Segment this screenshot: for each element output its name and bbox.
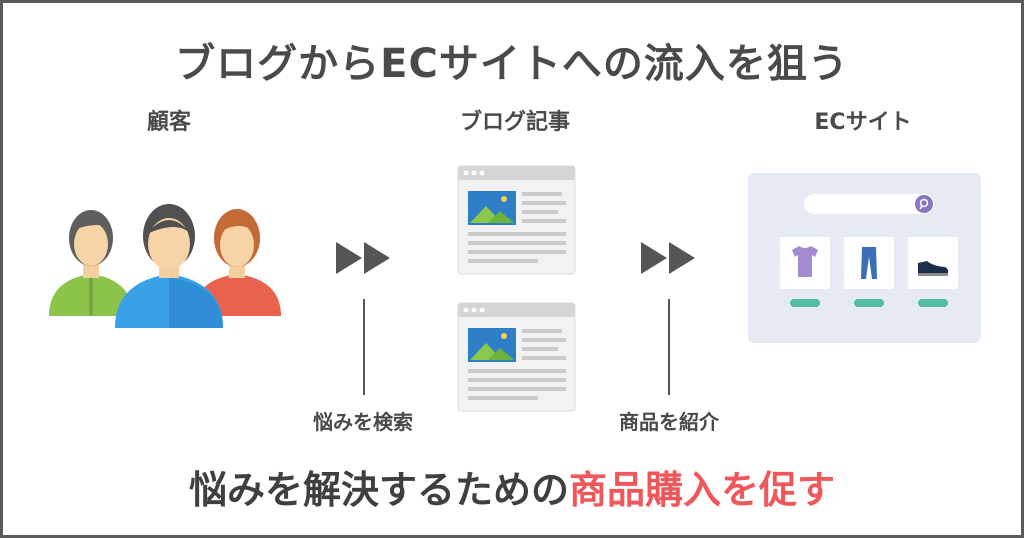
- blog-article-icon: [457, 302, 576, 412]
- person-right: [193, 209, 281, 316]
- blog-article-icon: [457, 165, 576, 275]
- step-introduce-label: 商品を紹介: [619, 410, 719, 434]
- connector-line-introduce: [668, 299, 670, 395]
- label-customer: 顧客: [146, 110, 191, 135]
- connector-line-search: [363, 299, 365, 395]
- ec-site-icon: [748, 173, 981, 343]
- person-center: [115, 204, 223, 328]
- label-ec: ECサイト: [814, 110, 912, 135]
- person-left: [49, 210, 133, 316]
- label-blog: ブログ記事: [459, 110, 570, 135]
- arrow-double-icon: [336, 242, 390, 274]
- search-icon: [915, 195, 933, 213]
- arrow-double-icon: [641, 242, 695, 274]
- tshirt-icon: [792, 246, 818, 277]
- bottom-message: 悩みを解決するための商品購入を促す: [3, 459, 1021, 514]
- people-icon: [49, 204, 281, 328]
- jeans-icon: [861, 247, 877, 279]
- diagram-title: ブログからECサイトへの流入を狙う: [175, 41, 849, 87]
- step-search-label: 悩みを検索: [313, 410, 413, 434]
- bottom-message-highlight: 商品購入を促す: [569, 468, 836, 512]
- shoe-icon: [918, 261, 949, 276]
- bottom-message-main: 悩みを解決するための: [188, 468, 569, 512]
